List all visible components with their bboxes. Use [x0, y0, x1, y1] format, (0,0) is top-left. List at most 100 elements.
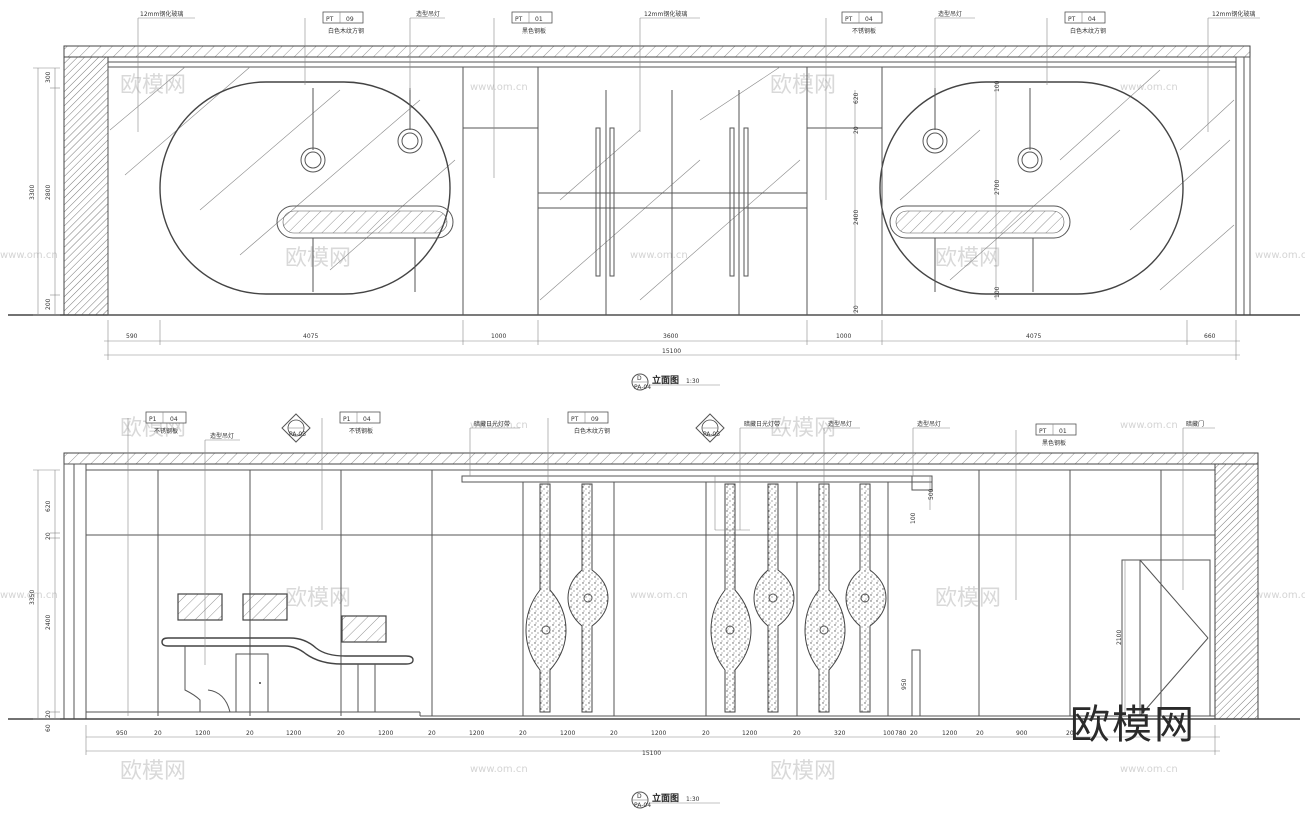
watermark-url: www.om.cn: [470, 420, 528, 431]
watermark-brand: 欧模网: [120, 759, 186, 784]
ceiling-slab: [63, 452, 1259, 465]
svg-text:2400: 2400: [45, 615, 52, 630]
svg-text:1200: 1200: [378, 730, 393, 737]
svg-text:暗藏门: 暗藏门: [1186, 420, 1204, 428]
callouts-bottom: P1 04 不锈钢板 造型吊灯 P1 04 不锈钢板 暗藏日光灯带 PT 09 …: [127, 411, 1215, 716]
pendant-lamp-icon: [922, 128, 948, 154]
dimensions-bottom-top: 590 4075 1000 3600 1000 4075 660 15100: [104, 320, 1240, 360]
right-steel-column: [806, 66, 883, 316]
watermark-url: www.om.cn: [470, 764, 528, 775]
svg-text:950: 950: [901, 678, 908, 690]
svg-text:PT: PT: [1039, 428, 1047, 435]
watermark-url: www.om.cn: [1120, 420, 1178, 431]
svg-text:造型吊灯: 造型吊灯: [828, 420, 852, 428]
svg-text:黑色钢板: 黑色钢板: [522, 27, 546, 35]
svg-text:04: 04: [865, 16, 873, 23]
section-marker-icon: PA-03: [281, 413, 311, 443]
svg-text:2800: 2800: [45, 185, 52, 200]
svg-text:1200: 1200: [942, 730, 957, 737]
svg-text:320: 320: [834, 730, 846, 737]
svg-text:100: 100: [994, 286, 1001, 298]
display-screen: [341, 615, 387, 643]
callouts-top: 12mm钢化玻璃 PT 09 白色木纹方钢 造型吊灯 PT 01 黑色钢板 12…: [137, 10, 1260, 200]
left-bench: [276, 205, 454, 239]
svg-text:09: 09: [591, 416, 599, 423]
section-marker-icon: PA-03: [695, 413, 725, 443]
svg-text:白色木纹方钢: 白色木纹方钢: [328, 27, 364, 35]
svg-text:P1: P1: [149, 416, 157, 423]
dimensions-inner-top: 620 20 2400 20 100 2700 100: [853, 80, 1001, 315]
watermark-brand: 欧模网: [285, 246, 351, 271]
stone-column: [567, 483, 609, 713]
svg-text:60: 60: [45, 724, 52, 732]
svg-text:3600: 3600: [663, 333, 678, 340]
svg-text:暗藏日光灯带: 暗藏日光灯带: [474, 420, 510, 428]
watermark-url: www.om.cn: [470, 82, 528, 93]
display-screen: [177, 593, 223, 621]
svg-text:造型吊灯: 造型吊灯: [210, 432, 234, 440]
svg-text:12mm钢化玻璃: 12mm钢化玻璃: [1212, 10, 1255, 18]
glass-reflections: [109, 66, 1235, 301]
watermark-brand: 欧模网: [770, 416, 836, 441]
svg-text:不锈钢板: 不锈钢板: [349, 427, 373, 435]
svg-text:立面图: 立面图: [652, 374, 679, 386]
svg-text:造型吊灯: 造型吊灯: [416, 10, 440, 18]
svg-text:950: 950: [116, 730, 128, 737]
svg-text:1200: 1200: [560, 730, 575, 737]
watermark-brand: 欧模网: [285, 586, 351, 611]
svg-text:3300: 3300: [29, 185, 36, 200]
svg-text:1200: 1200: [286, 730, 301, 737]
svg-text:20: 20: [610, 730, 618, 737]
svg-text:1200: 1200: [469, 730, 484, 737]
svg-text:1:30: 1:30: [686, 796, 700, 803]
glass-door: [538, 90, 807, 315]
svg-text:PA-03: PA-03: [289, 431, 306, 438]
svg-text:04: 04: [363, 416, 371, 423]
svg-text:04: 04: [170, 416, 178, 423]
svg-text:造型吊灯: 造型吊灯: [917, 420, 941, 428]
drawing-title-bottom: D PA-04 立面图 1:30: [631, 791, 720, 809]
panel-joints: [157, 470, 1162, 716]
svg-text:1200: 1200: [742, 730, 757, 737]
svg-text:1:30: 1:30: [686, 378, 700, 385]
stone-column: [753, 483, 795, 713]
stone-column: [525, 483, 567, 713]
svg-text:PT: PT: [1068, 16, 1076, 23]
svg-text:100: 100: [994, 80, 1001, 92]
watermark-brand: 欧模网: [935, 246, 1001, 271]
watermark-url: www.om.cn: [1120, 764, 1178, 775]
svg-text:200: 200: [45, 298, 52, 310]
svg-text:20: 20: [428, 730, 436, 737]
left-steel-column: [462, 66, 539, 316]
svg-text:不锈钢板: 不锈钢板: [154, 427, 178, 435]
svg-text:01: 01: [535, 16, 543, 23]
reception-desk: [161, 593, 414, 713]
stone-column: [845, 483, 887, 713]
svg-text:1200: 1200: [651, 730, 666, 737]
watermark-url: www.om.cn: [630, 250, 688, 261]
svg-text:20: 20: [853, 305, 860, 313]
svg-text:4075: 4075: [303, 333, 318, 340]
display-screen: [242, 593, 288, 621]
svg-text:660: 660: [1204, 333, 1216, 340]
stone-column: [804, 483, 846, 713]
svg-text:15100: 15100: [662, 348, 681, 355]
svg-text:500: 500: [928, 488, 935, 500]
svg-text:2400: 2400: [853, 210, 860, 225]
svg-text:12mm钢化玻璃: 12mm钢化玻璃: [140, 10, 183, 18]
svg-text:P1: P1: [343, 416, 351, 423]
svg-text:20: 20: [793, 730, 801, 737]
svg-text:100: 100: [883, 730, 895, 737]
decorative-columns: [525, 483, 887, 713]
pendant-lamp-icon: [300, 147, 326, 173]
cabinet-door: [235, 653, 269, 713]
svg-text:1000: 1000: [836, 333, 851, 340]
svg-text:3350: 3350: [29, 590, 36, 605]
svg-text:PA-04: PA-04: [634, 802, 651, 809]
svg-text:20: 20: [519, 730, 527, 737]
dimensions-left-bottom: 620 20 2400 20 60 3350: [29, 469, 60, 732]
elevation-bottom: PA-03 PA-03 P1 04 不锈钢板 造型吊灯 P1 04 不锈钢板: [8, 411, 1300, 809]
watermark-url: www.om.cn: [0, 590, 58, 601]
svg-text:白色木纹方钢: 白色木纹方钢: [574, 427, 610, 435]
ceiling-slab: [63, 45, 1251, 58]
